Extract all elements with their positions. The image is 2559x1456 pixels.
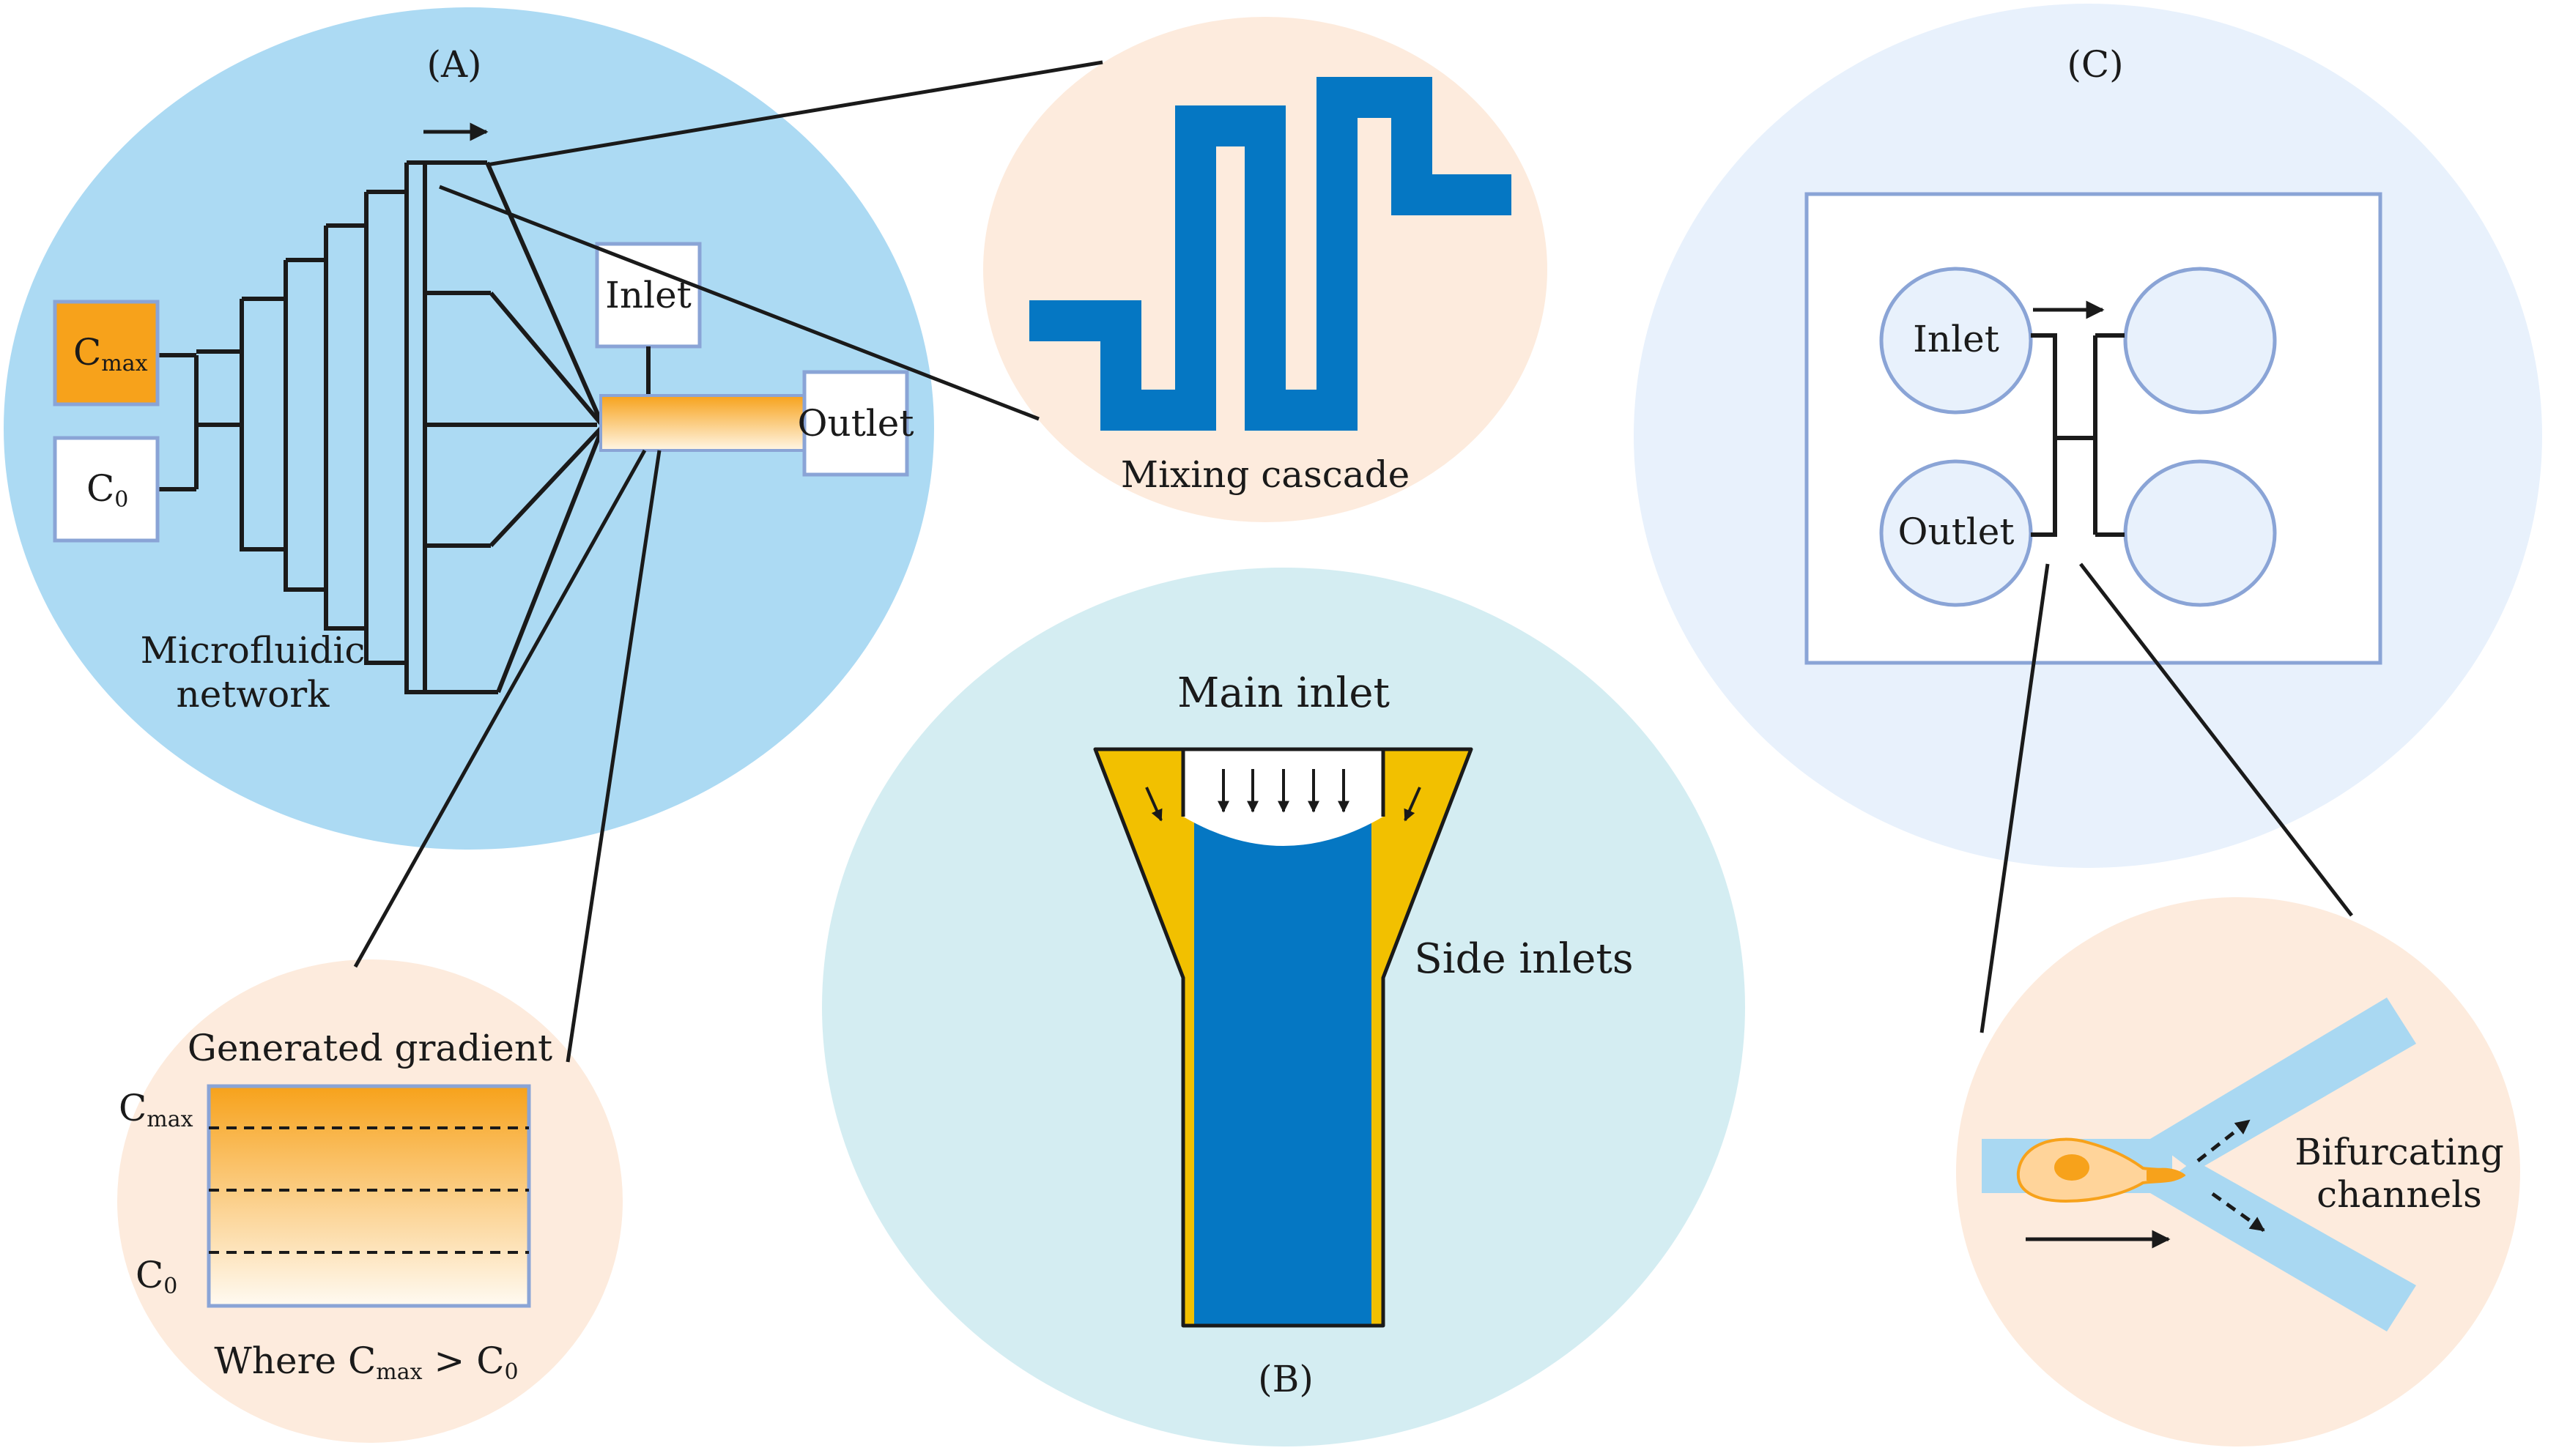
well-top-right (2123, 267, 2277, 415)
cmax-label: Cmax (73, 331, 148, 376)
cmax-reservoir (53, 300, 160, 406)
inlet-label: Inlet (605, 274, 692, 316)
gradient-where-label: Where Cmax > C0 (214, 1340, 518, 1385)
zoom-line-bifurcating-right (2079, 562, 2353, 917)
mixing-serpentine-channel (1029, 77, 1511, 431)
gradient-c0-label: C0 (136, 1254, 177, 1299)
panel-a-circle (4, 7, 934, 850)
gradient-box (207, 1084, 531, 1308)
side-inlet-left-arrow (1145, 787, 1163, 822)
c0-reservoir (53, 436, 160, 543)
migrating-cell (2016, 1137, 2186, 1203)
zoom-line-gradient-left (353, 449, 647, 968)
panel-b-label: (B) (1258, 1358, 1314, 1400)
network-label-line1: Microfluidic (141, 629, 366, 672)
main-inlet-label: Main inlet (1177, 669, 1390, 717)
well-bottom-right (2123, 459, 2277, 607)
outlet-box (802, 370, 909, 477)
outlet-label: Outlet (798, 402, 914, 445)
bifurcating-label-line2: channels (2317, 1173, 2482, 1216)
gradient-cmax-label: Cmax (119, 1087, 193, 1132)
chip-channels (2031, 333, 2125, 537)
chip-inlet-label: Inlet (1913, 318, 1999, 360)
microfluidic-network (196, 160, 603, 694)
inlet-well (1879, 267, 2033, 415)
mixing-cascade-label: Mixing cascade (1121, 453, 1410, 496)
side-inlets-label: Side inlets (1414, 935, 1633, 983)
c0-label: C0 (86, 467, 128, 513)
zoom-line-bifurcating-left (1980, 563, 2050, 1033)
gradient-channel (599, 394, 807, 452)
main-channel (1194, 813, 1371, 1326)
main-inlet-flow-arrows (1218, 769, 1349, 813)
main-inlet-outline (1181, 747, 1385, 817)
network-label-line2: network (177, 673, 330, 716)
chip-outlet-label: Outlet (1898, 510, 2015, 553)
zoom-line-mixing-bottom (439, 185, 1040, 421)
inlet-box (595, 242, 702, 349)
bifurcating-label-line1: Bifurcating (2295, 1131, 2503, 1173)
side-inlet-right-arrow (1404, 787, 1421, 822)
zoom-line-mixing-top (486, 60, 1103, 167)
split-arrow-up (2196, 1119, 2251, 1162)
zoom-line-gradient-right (566, 450, 662, 1063)
panel-c-label: (C) (2067, 43, 2123, 86)
input-connector (158, 353, 199, 491)
panel-a-label: (A) (426, 43, 481, 86)
gradient-title: Generated gradient (188, 1027, 552, 1069)
